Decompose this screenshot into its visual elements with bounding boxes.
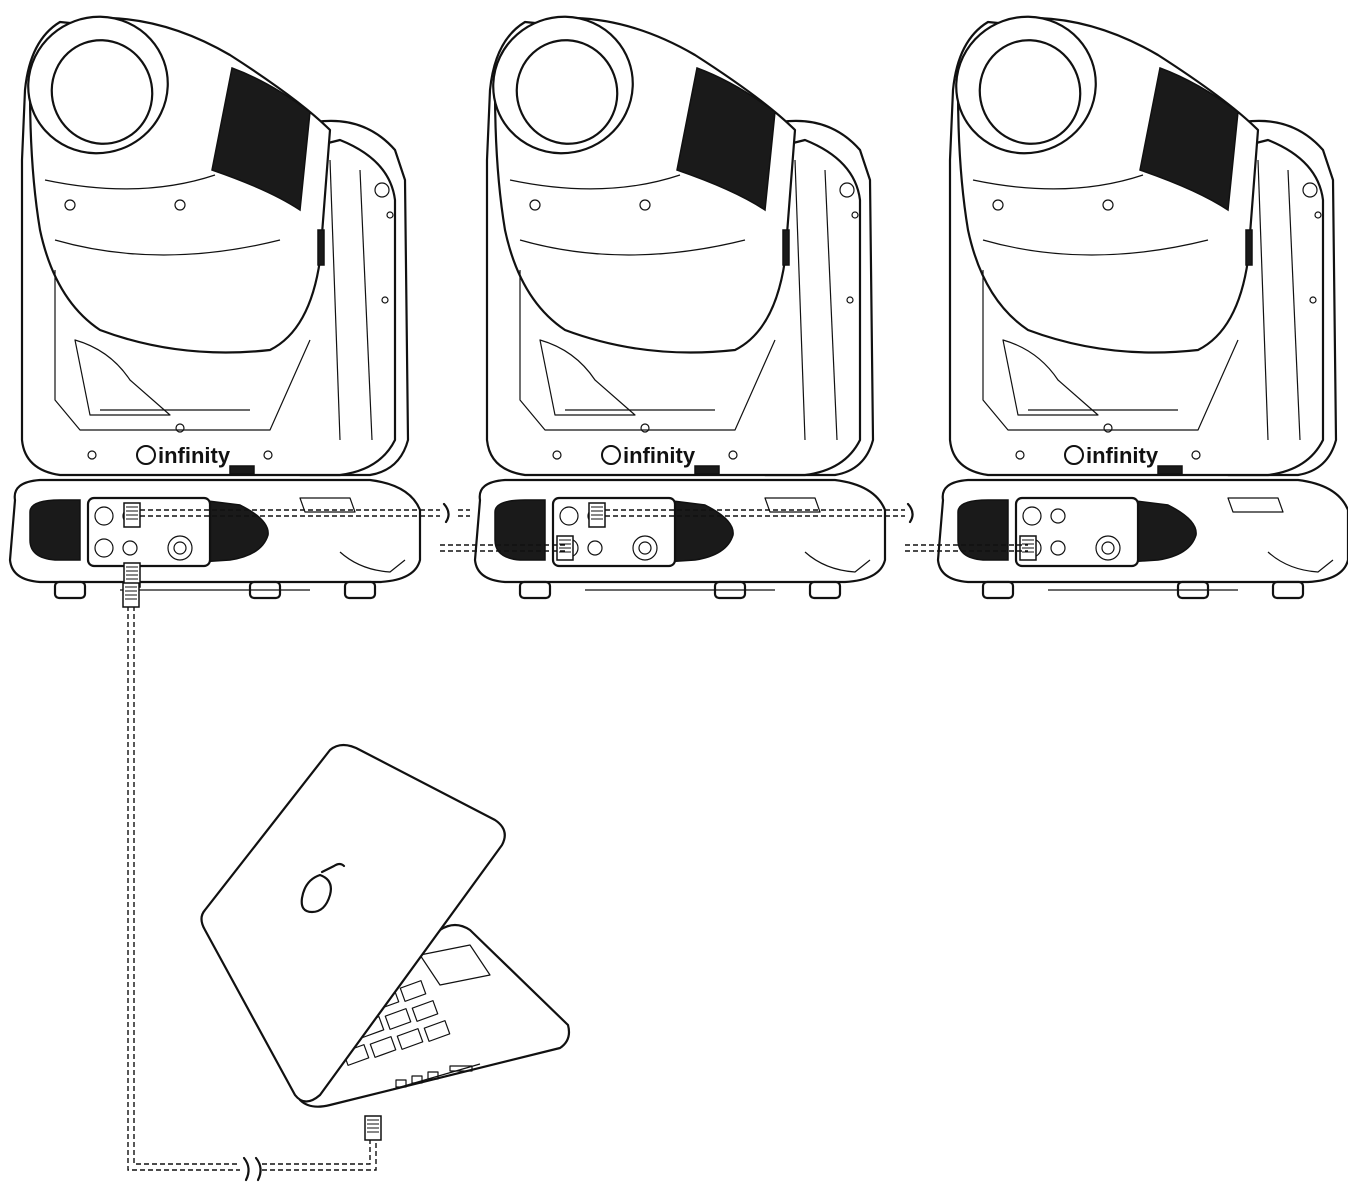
brand-logo: infinity	[136, 443, 231, 468]
data-in-plug-icon	[1019, 535, 1037, 561]
brand-logo: infinity	[601, 443, 696, 468]
brand-logo-text: infinity	[158, 443, 231, 468]
chain-cable-1-to-2	[140, 502, 565, 552]
brand-logo-text: infinity	[623, 443, 696, 468]
laptop	[200, 743, 571, 1108]
data-out-plug-icon	[588, 502, 606, 528]
cable-break-icon	[906, 502, 914, 524]
rj45-connector-icon	[122, 582, 140, 608]
rj45-connector-icon	[364, 1115, 382, 1141]
network-cable-to-laptop	[122, 582, 382, 1182]
chain-cable-2-to-3	[605, 502, 1028, 552]
pear-logo-icon	[300, 862, 346, 914]
moving-head-fixture-3: infinity	[935, 0, 1348, 600]
cable-break-icon	[242, 1156, 250, 1182]
data-out-plug-icon	[123, 502, 141, 528]
moving-head-fixture-1: infinity	[7, 0, 422, 600]
moving-head-fixture-2: infinity	[472, 0, 887, 600]
brand-logo-text: infinity	[1086, 443, 1159, 468]
data-in-plug-icon	[556, 535, 574, 561]
brand-logo: infinity	[1064, 443, 1159, 468]
laptop-lid	[200, 743, 506, 1103]
laptop-trackpad	[419, 944, 491, 986]
cable-break-icon	[442, 502, 450, 524]
